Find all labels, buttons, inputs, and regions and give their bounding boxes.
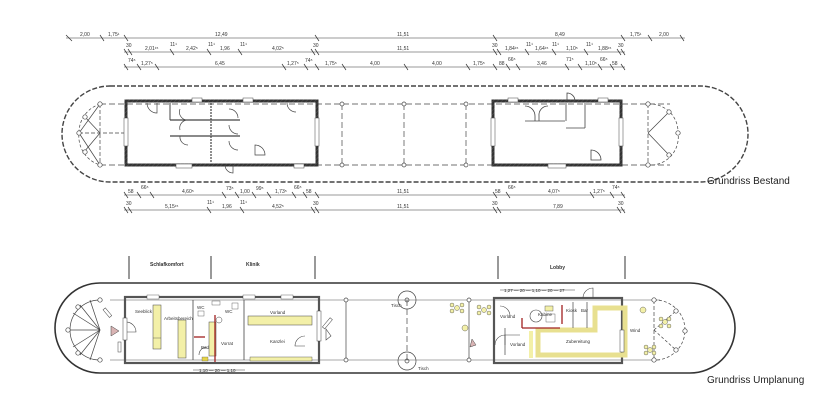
svg-text:11,51: 11,51 bbox=[397, 46, 409, 52]
svg-text:99⁵: 99⁵ bbox=[256, 186, 264, 192]
svg-text:1,88¹⁵: 1,88¹⁵ bbox=[598, 46, 611, 52]
svg-text:11,51: 11,51 bbox=[397, 204, 409, 210]
svg-text:1,27⁵: 1,27⁵ bbox=[287, 61, 299, 67]
svg-text:11¹: 11¹ bbox=[586, 42, 593, 48]
svg-text:WC: WC bbox=[197, 305, 205, 310]
svg-text:1,73⁵: 1,73⁵ bbox=[275, 189, 287, 195]
svg-text:4,60⁵: 4,60⁵ bbox=[182, 189, 194, 195]
svg-text:Seeblick: Seeblick bbox=[135, 309, 153, 314]
svg-text:5,15¹⁵: 5,15¹⁵ bbox=[165, 204, 178, 210]
svg-text:58: 58 bbox=[128, 189, 134, 195]
svg-text:66⁵: 66⁵ bbox=[141, 185, 149, 191]
svg-text:1,75⁵: 1,75⁵ bbox=[325, 61, 337, 67]
svg-text:4,52⁵: 4,52⁵ bbox=[272, 204, 284, 210]
svg-text:1,27⁵: 1,27⁵ bbox=[593, 189, 605, 195]
svg-text:3,46: 3,46 bbox=[537, 61, 547, 67]
svg-text:30: 30 bbox=[618, 43, 624, 49]
zone-label-klinik: Klinik bbox=[246, 262, 260, 268]
svg-text:6,45: 6,45 bbox=[215, 61, 225, 67]
svg-text:Vorrat: Vorrat bbox=[221, 341, 234, 346]
svg-text:11¹: 11¹ bbox=[526, 42, 533, 48]
svg-text:30: 30 bbox=[313, 43, 319, 49]
svg-text:2,00: 2,00 bbox=[80, 32, 90, 38]
svg-text:74⁵: 74⁵ bbox=[305, 58, 313, 64]
svg-text:74⁵: 74⁵ bbox=[128, 58, 136, 64]
svg-text:1,75¹: 1,75¹ bbox=[108, 32, 120, 38]
svg-text:Arbeitsbereich: Arbeitsbereich bbox=[164, 316, 193, 321]
svg-text:88: 88 bbox=[499, 61, 505, 67]
svg-text:30: 30 bbox=[313, 201, 319, 207]
svg-text:WC: WC bbox=[225, 309, 233, 314]
svg-text:12,49: 12,49 bbox=[215, 32, 228, 38]
zone-label-schlafkomfort: Schlafkomfort bbox=[150, 262, 184, 268]
svg-text:66⁵: 66⁵ bbox=[600, 57, 608, 63]
svg-text:2,00: 2,00 bbox=[659, 32, 669, 38]
svg-text:Tisch: Tisch bbox=[418, 366, 429, 371]
redesign-plan: Seeblick Arbeitsbereich WC WC Bad Vorrat… bbox=[54, 282, 736, 374]
svg-text:Bad: Bad bbox=[201, 345, 210, 350]
bottom-dimension-lines bbox=[123, 191, 626, 214]
svg-text:8,49: 8,49 bbox=[555, 32, 565, 38]
svg-text:11¹: 11¹ bbox=[552, 42, 559, 48]
svg-text:4,00: 4,00 bbox=[432, 61, 442, 67]
svg-text:11,51: 11,51 bbox=[397, 189, 409, 195]
svg-text:Kabine: Kabine bbox=[538, 312, 553, 317]
svg-text:Zubereitung: Zubereitung bbox=[566, 339, 591, 344]
svg-text:1,10⁵: 1,10⁵ bbox=[585, 61, 597, 67]
svg-text:Kiosk: Kiosk bbox=[566, 308, 578, 313]
svg-text:Wind: Wind bbox=[630, 328, 641, 333]
svg-text:1,00: 1,00 bbox=[240, 189, 250, 195]
svg-text:66⁵: 66⁵ bbox=[508, 185, 516, 191]
svg-text:2,42⁵: 2,42⁵ bbox=[186, 46, 198, 52]
svg-text:1,75¹: 1,75¹ bbox=[630, 32, 642, 38]
svg-text:30: 30 bbox=[492, 201, 498, 207]
svg-text:11¹: 11¹ bbox=[240, 42, 247, 48]
svg-text:1,96: 1,96 bbox=[222, 204, 232, 210]
zone-label-lobby: Lobby bbox=[550, 265, 565, 271]
svg-text:1,27 — 20 — 1,10 — 20 — 27: 1,27 — 20 — 1,10 — 20 — 27 bbox=[504, 288, 565, 293]
top-dimension-labels: 2,00 1,75¹ 12,49 11,51 8,49 1,75¹ 2,00 3… bbox=[80, 32, 669, 67]
svg-text:73⁵: 73⁵ bbox=[226, 186, 234, 192]
svg-text:1,10⁵: 1,10⁵ bbox=[566, 46, 578, 52]
svg-text:Vorland: Vorland bbox=[270, 310, 286, 315]
top-dimension-lines bbox=[65, 34, 685, 71]
svg-text:1,75⁵: 1,75⁵ bbox=[473, 61, 485, 67]
svg-text:58: 58 bbox=[306, 189, 312, 195]
title-redesign-plan: Grundriss Umplanung bbox=[707, 375, 805, 386]
svg-text:1,10 — 20 — 1,10: 1,10 — 20 — 1,10 bbox=[199, 368, 236, 373]
svg-text:30: 30 bbox=[618, 201, 624, 207]
svg-text:Tisch: Tisch bbox=[391, 303, 402, 308]
svg-text:1,27⁵: 1,27⁵ bbox=[141, 61, 153, 67]
existing-plan bbox=[61, 85, 749, 183]
svg-text:58: 58 bbox=[612, 61, 618, 67]
svg-text:30: 30 bbox=[126, 201, 132, 207]
svg-text:4,00: 4,00 bbox=[370, 61, 380, 67]
svg-text:1,96: 1,96 bbox=[220, 46, 230, 52]
svg-text:1,64¹⁵: 1,64¹⁵ bbox=[535, 46, 548, 52]
svg-text:74⁵: 74⁵ bbox=[612, 185, 620, 191]
svg-text:4,07⁵: 4,07⁵ bbox=[548, 189, 560, 195]
svg-text:58: 58 bbox=[495, 189, 501, 195]
svg-text:1,84¹⁵: 1,84¹⁵ bbox=[505, 46, 518, 52]
svg-text:66⁵: 66⁵ bbox=[508, 57, 516, 63]
svg-text:30: 30 bbox=[126, 43, 132, 49]
svg-text:Vorland: Vorland bbox=[500, 314, 516, 319]
svg-text:7,89: 7,89 bbox=[553, 204, 563, 210]
svg-text:2,01¹⁵: 2,01¹⁵ bbox=[145, 46, 158, 52]
svg-text:11,51: 11,51 bbox=[397, 32, 409, 38]
svg-text:11¹: 11¹ bbox=[207, 200, 214, 206]
svg-text:30: 30 bbox=[492, 43, 498, 49]
svg-text:66⁵: 66⁵ bbox=[294, 185, 302, 191]
bottom-dimension-labels: 58 66⁵ 4,60⁵ 73⁵ 1,00 99⁵ 1,73⁵ 66⁵ 58 1… bbox=[126, 185, 624, 210]
zone-markers bbox=[128, 256, 626, 279]
svg-text:11¹: 11¹ bbox=[170, 42, 177, 48]
svg-text:11¹: 11¹ bbox=[208, 42, 215, 48]
svg-text:11¹: 11¹ bbox=[240, 200, 247, 206]
svg-text:Bar: Bar bbox=[581, 308, 589, 313]
svg-text:4,02⁵: 4,02⁵ bbox=[272, 46, 284, 52]
svg-text:Vorland: Vorland bbox=[510, 342, 526, 347]
svg-text:Kanzlei: Kanzlei bbox=[270, 339, 285, 344]
title-existing-plan: Grundriss Bestand bbox=[707, 176, 790, 187]
svg-text:71⁵: 71⁵ bbox=[566, 57, 574, 63]
